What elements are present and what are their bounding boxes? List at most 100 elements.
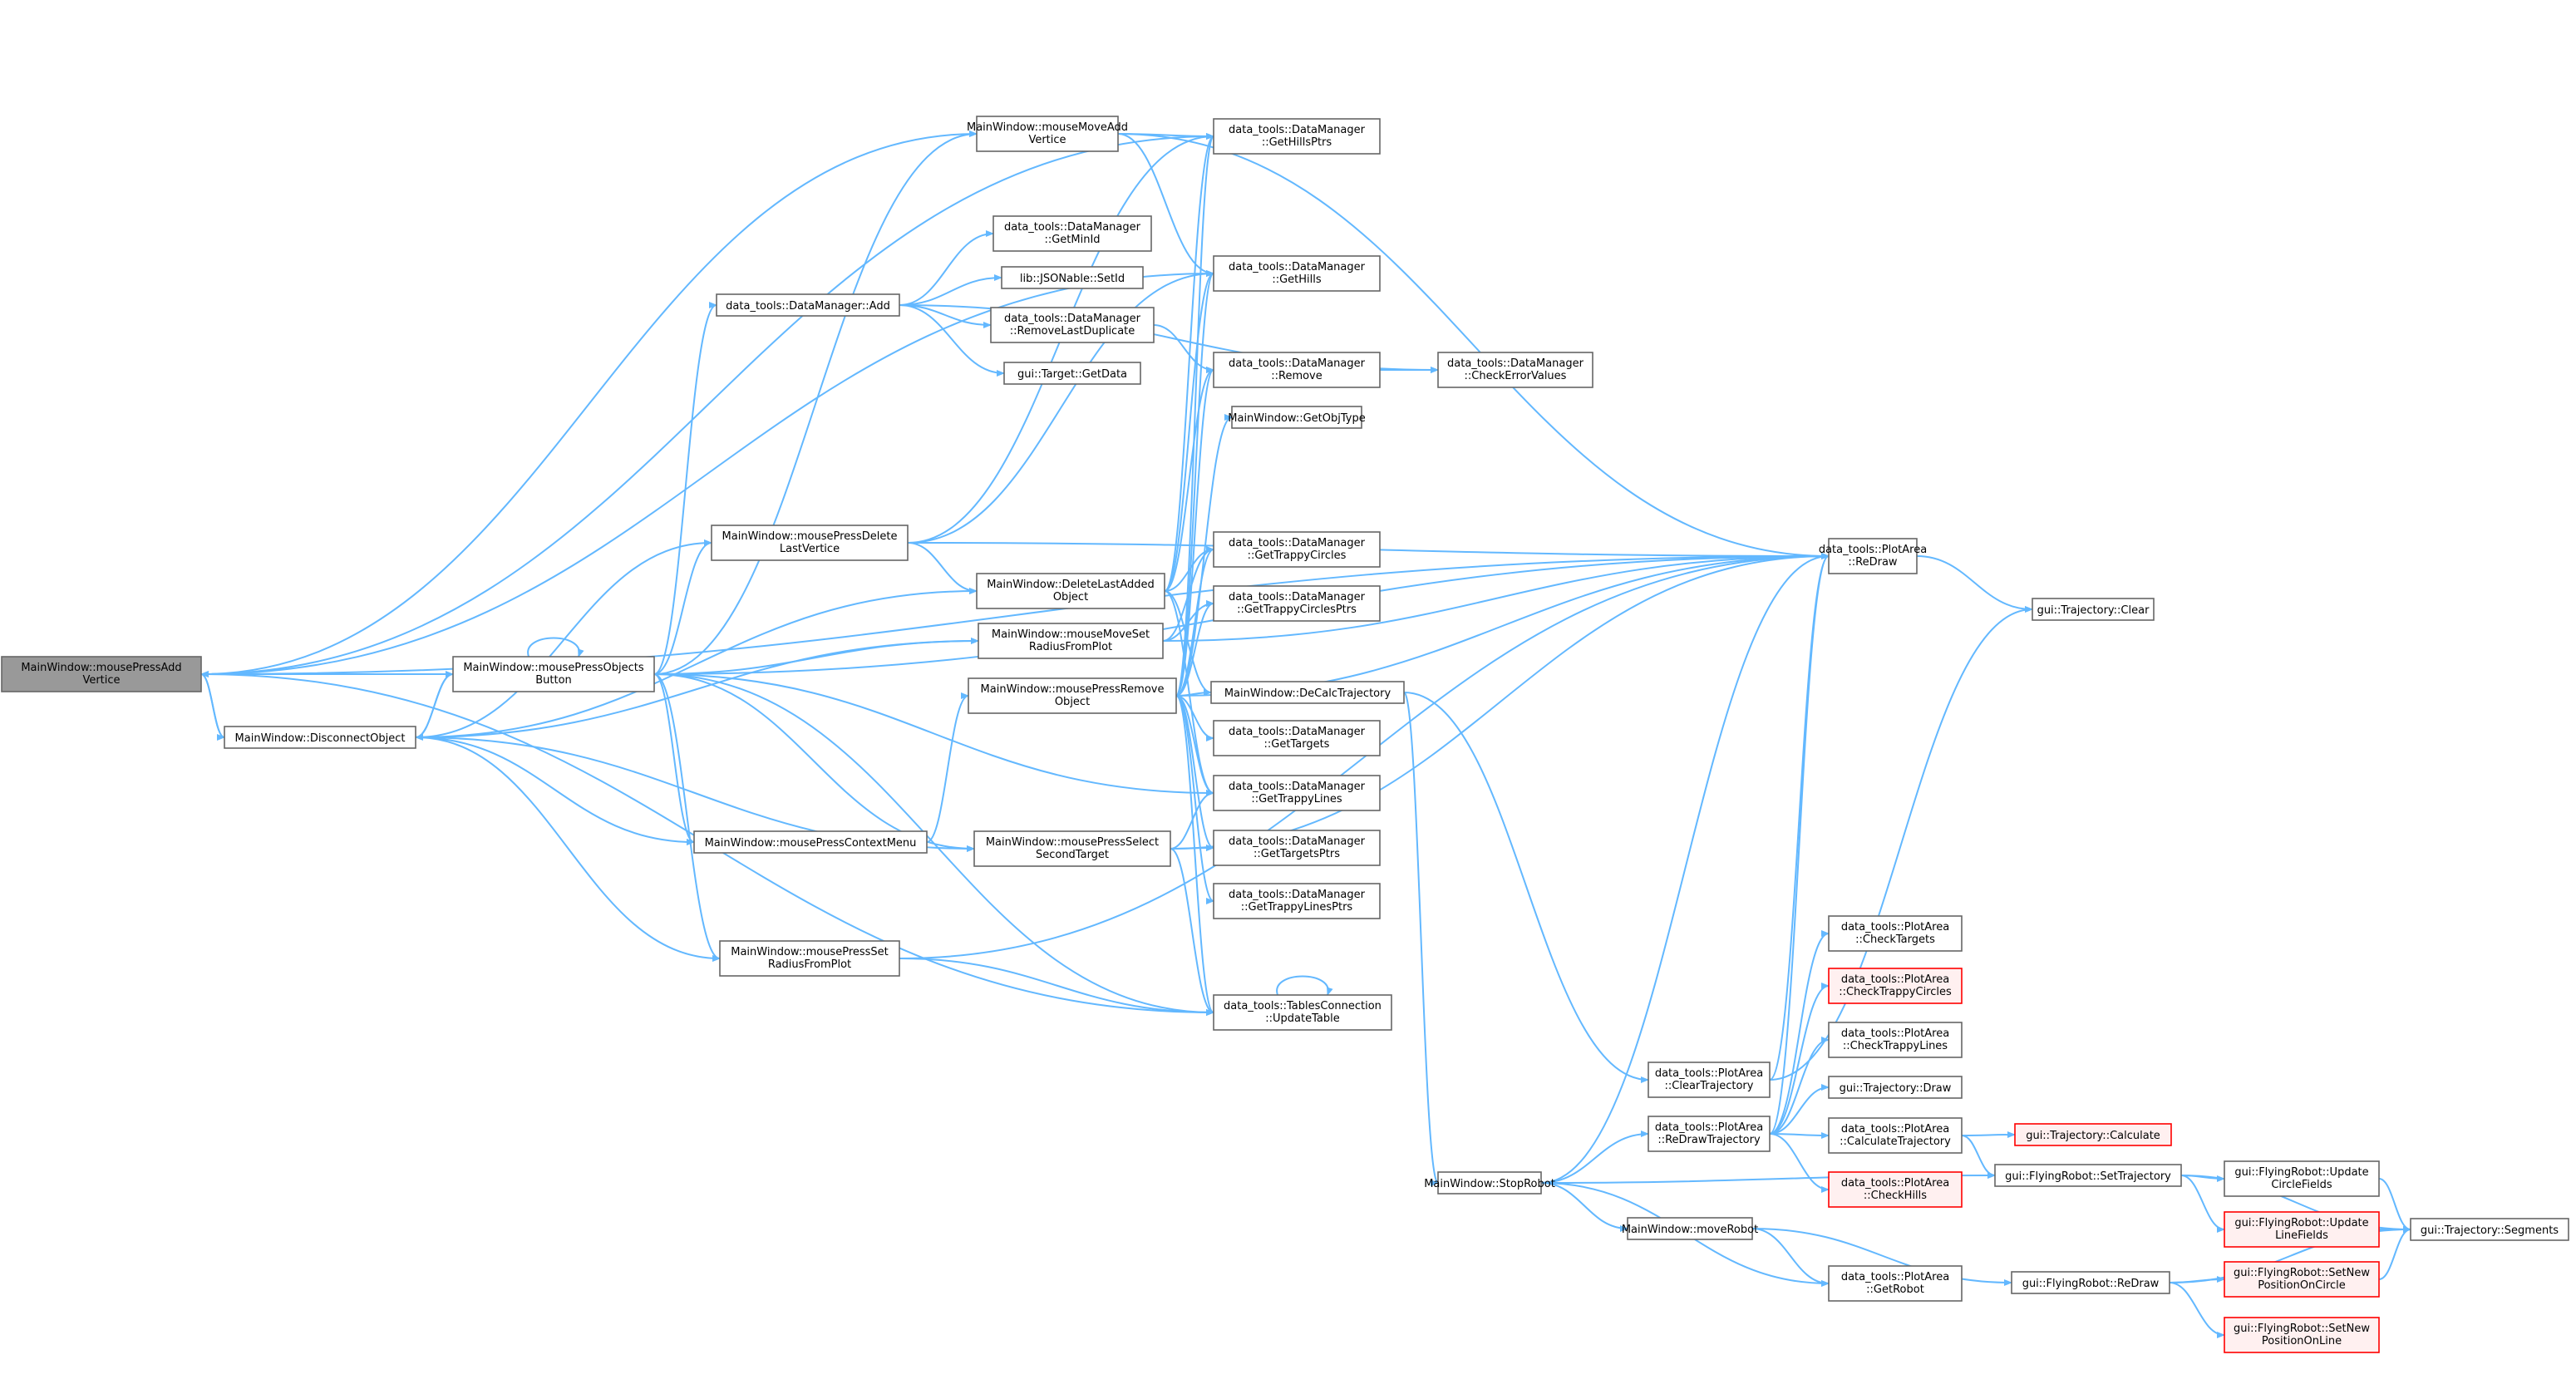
node-data-tools-datamanager-gettrappylinesptrs[interactable]: data_tools::DataManager::GetTrappyLinesP… xyxy=(1213,883,1381,919)
edge-as-to-au xyxy=(2180,1175,2225,1233)
node-data-tools-datamanager-gettrappycirclesptrs[interactable]: data_tools::DataManager::GetTrappyCircle… xyxy=(1213,585,1381,622)
edge-ae-to-ah xyxy=(1769,553,1830,1081)
node-mainwindow-moverobot[interactable]: MainWindow::moveRobot xyxy=(1622,1217,1758,1240)
edge-a-to-d xyxy=(200,131,978,675)
node-label: MainWindow::mouseMoveSet xyxy=(992,628,1150,641)
node-box xyxy=(1213,585,1381,622)
node-mainwindow-disconnectobject[interactable]: MainWindow::DisconnectObject xyxy=(224,726,416,749)
node-label: data_tools::PlotArea xyxy=(1841,1027,1949,1040)
node-mainwindow-decalctrajectory[interactable]: MainWindow::DeCalcTrajectory xyxy=(1210,681,1405,704)
node-label: ::CheckTrappyCircles xyxy=(1839,986,1952,998)
node-mainwindow-mousepresscontextmenu[interactable]: MainWindow::mousePressContextMenu xyxy=(693,830,928,854)
node-label: ::Remove xyxy=(1271,370,1322,382)
node-box xyxy=(2224,1160,2380,1197)
node-mainwindow-stoprobot[interactable]: MainWindow::StopRobot xyxy=(1424,1171,1555,1195)
edge-af-to-ah xyxy=(1769,553,1830,1135)
node-data-tools-tablesconnection-updatetable[interactable]: data_tools::TablesConnection::UpdateTabl… xyxy=(1213,994,1392,1031)
node-box xyxy=(1627,1217,1753,1240)
node-data-tools-plotarea-checktargets[interactable]: data_tools::PlotArea::CheckTargets xyxy=(1828,915,1963,952)
node-box xyxy=(2014,1123,2172,1146)
node-gui-target-getdata[interactable]: gui::Target::GetData xyxy=(1003,362,1141,385)
node-data-tools-plotarea-redraw[interactable]: data_tools::PlotArea::ReDraw xyxy=(1819,538,1927,574)
node-label: Button xyxy=(535,674,572,687)
edge-a-to-r xyxy=(200,270,1214,675)
node-label: Object xyxy=(1055,696,1090,708)
node-mainwindow-getobjtype[interactable]: MainWindow::GetObjType xyxy=(1228,406,1366,429)
node-box xyxy=(1,656,202,692)
node-box xyxy=(693,830,928,854)
node-box xyxy=(1213,775,1381,811)
node-box xyxy=(1828,1022,1963,1058)
node-box xyxy=(1213,830,1381,866)
node-box xyxy=(1210,681,1405,704)
node-data-tools-datamanager-removelastduplicate[interactable]: data_tools::DataManager::RemoveLastDupli… xyxy=(990,307,1155,343)
node-data-tools-plotarea-cleartrajectory[interactable]: data_tools::PlotArea::ClearTrajectory xyxy=(1648,1062,1771,1098)
node-label: MainWindow::mousePressSelect xyxy=(986,836,1159,849)
node-gui-trajectory-segments[interactable]: gui::Trajectory::Segments xyxy=(2410,1218,2569,1241)
node-label: ::CheckHills xyxy=(1864,1190,1927,1202)
node-data-tools-datamanager-gettrappylines[interactable]: data_tools::DataManager::GetTrappyLines xyxy=(1213,775,1381,811)
node-data-tools-datamanager-gethills[interactable]: data_tools::DataManager::GetHills xyxy=(1213,255,1381,292)
node-data-tools-datamanager-gettargetsptrs[interactable]: data_tools::DataManager::GetTargetsPtrs xyxy=(1213,830,1381,866)
node-box xyxy=(1213,118,1381,155)
node-label: MainWindow::StopRobot xyxy=(1424,1178,1555,1190)
node-data-tools-datamanager-gethillsptrs[interactable]: data_tools::DataManager::GetHillsPtrs xyxy=(1213,118,1381,155)
node-box xyxy=(1213,883,1381,919)
edge-ah-to-aq xyxy=(1916,555,2033,613)
node-gui-trajectory-calculate[interactable]: gui::Trajectory::Calculate xyxy=(2014,1123,2172,1146)
edge-o-to-ah xyxy=(1175,553,1830,697)
node-label: LineFields xyxy=(2275,1229,2328,1242)
node-data-tools-plotarea-checktrappylines[interactable]: data_tools::PlotArea::CheckTrappyLines xyxy=(1828,1022,1963,1058)
node-lib-jsonable-setid[interactable]: lib::JSONable::SetId xyxy=(1001,266,1144,289)
node-label: Object xyxy=(1053,591,1088,603)
node-data-tools-plotarea-redrawtrajectory[interactable]: data_tools::PlotArea::ReDrawTrajectory xyxy=(1648,1116,1771,1152)
node-data-tools-datamanager-gettargets[interactable]: data_tools::DataManager::GetTargets xyxy=(1213,720,1381,756)
node-box xyxy=(978,623,1164,659)
node-data-tools-datamanager-getminid[interactable]: data_tools::DataManager::GetMinId xyxy=(992,215,1152,252)
node-data-tools-datamanager-checkerrorvalues[interactable]: data_tools::DataManager::CheckErrorValue… xyxy=(1437,352,1593,388)
edge-c-to-n xyxy=(653,638,979,675)
node-data-tools-datamanager-gettrappycircles[interactable]: data_tools::DataManager::GetTrappyCircle… xyxy=(1213,531,1381,568)
node-label: ::GetTrappyLines xyxy=(1251,793,1342,805)
node-label: data_tools::PlotArea xyxy=(1841,1123,1949,1135)
node-data-tools-plotarea-getrobot[interactable]: data_tools::PlotArea::GetRobot xyxy=(1828,1265,1963,1302)
node-gui-trajectory-draw[interactable]: gui::Trajectory::Draw xyxy=(1828,1076,1963,1099)
edge-av-to-ax xyxy=(2378,1226,2411,1280)
node-gui-trajectory-clear[interactable]: gui::Trajectory::Clear xyxy=(2032,598,2155,621)
node-label: CircleFields xyxy=(2271,1179,2332,1191)
node-label: PositionOnCircle xyxy=(2258,1279,2346,1292)
node-data-tools-plotarea-calculatetrajectory[interactable]: data_tools::PlotArea::CalculateTrajector… xyxy=(1828,1117,1963,1154)
node-data-tools-datamanager-add[interactable]: data_tools::DataManager::Add xyxy=(716,293,900,317)
node-box xyxy=(711,525,909,561)
edge-c-to-y xyxy=(653,673,1214,796)
edge-ad-to-af xyxy=(1540,1131,1649,1184)
edge-ad-to-ag xyxy=(1540,1182,1628,1232)
edge-a-to-q xyxy=(200,133,1214,675)
node-data-tools-plotarea-checktrappycircles[interactable]: data_tools::PlotArea::CheckTrappyCircles xyxy=(1828,968,1963,1004)
node-data-tools-datamanager-remove[interactable]: data_tools::DataManager::Remove xyxy=(1213,352,1381,388)
edge-at-to-ax xyxy=(2378,1178,2411,1233)
node-box xyxy=(1003,362,1141,385)
edge-c-to-d xyxy=(653,131,978,675)
edge-h-to-ab xyxy=(899,958,1214,1016)
node-data-tools-plotarea-checkhills[interactable]: data_tools::PlotArea::CheckHills xyxy=(1828,1171,1963,1208)
edge-w-to-ae xyxy=(1403,692,1649,1083)
node-box xyxy=(2032,598,2155,621)
node-gui-flyingrobot-redraw[interactable]: gui::FlyingRobot::ReDraw xyxy=(2011,1271,2170,1294)
node-gui-flyingrobot-settrajectory[interactable]: gui::FlyingRobot::SetTrajectory xyxy=(1994,1164,2182,1187)
edge-b-to-m xyxy=(415,588,978,738)
